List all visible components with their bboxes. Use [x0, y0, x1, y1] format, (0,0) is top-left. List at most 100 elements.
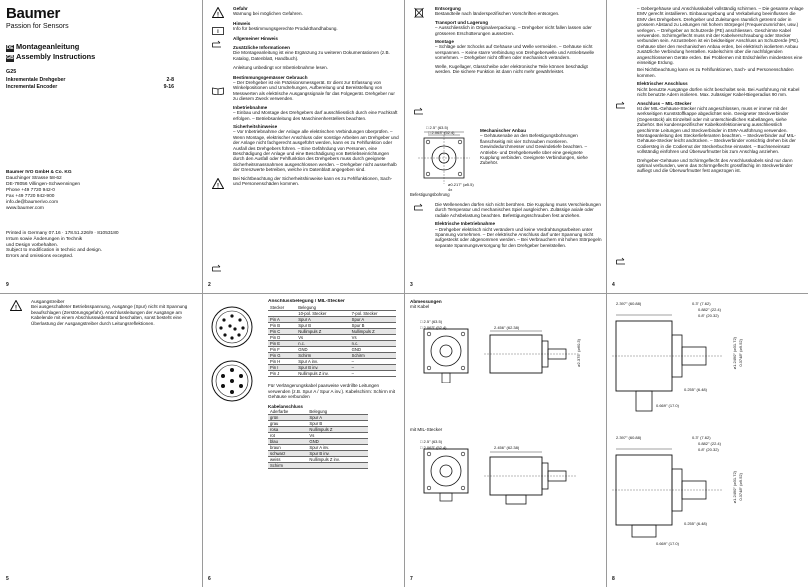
page-number: 2	[208, 282, 211, 288]
lang-gb-badge: GB	[6, 55, 14, 62]
page-number: 9	[6, 282, 9, 288]
dim-label: ø1.2490" (ø31.72)	[732, 337, 737, 370]
print-info: Printed in Germany 07.16 · 178.51.226/9 …	[6, 231, 119, 260]
encoder-cable-front-drawing	[423, 328, 469, 383]
book-icon	[212, 87, 224, 95]
connector-7pin-drawing	[211, 360, 253, 402]
brand-logo: Baumer	[6, 6, 61, 22]
model-name: G25	[6, 69, 17, 75]
warning-icon: !	[212, 178, 224, 189]
warning-icon: !	[212, 7, 224, 18]
dim-label: □ 2.063" (52.4)	[420, 445, 447, 450]
page-number: 4	[612, 282, 615, 288]
hand-icon	[414, 203, 423, 211]
variant-label: mit MIL-Stecker	[410, 427, 443, 432]
variant-label: mit Kabel	[410, 304, 430, 310]
info-icon: i	[212, 27, 224, 35]
hand-icon	[414, 107, 423, 115]
dim-label: 0.882" (22.4)	[698, 307, 721, 312]
page-number: 5	[6, 576, 9, 582]
dim-label: ø0.217" (ø5.5) 4x	[448, 182, 474, 192]
dim-label: 0.3748" (ø9.52)	[738, 339, 743, 367]
svg-text:!: !	[217, 183, 219, 189]
lang-de-badge: DE	[6, 45, 14, 52]
page-number: 8	[612, 576, 615, 582]
page-number: 7	[410, 576, 413, 582]
svg-text:!: !	[217, 12, 219, 18]
dim-label: 0.669" (17.0)	[656, 541, 679, 546]
dim-label: 0.8" (20.32)	[698, 447, 719, 452]
dim-label: 0.3748" (ø9.52)	[738, 473, 743, 501]
hand-icon	[616, 101, 625, 109]
dim-label: 0.255" (6.48)	[684, 387, 707, 392]
section-title: Kabelanschluss	[268, 403, 303, 409]
section-title: Anschlussbelegung / MIL-Stecker	[268, 299, 345, 304]
company-address: Baumer IVO GmbH & Co. KG Dauchinger Stra…	[6, 170, 81, 211]
encoder-cable-top-drawing	[612, 314, 722, 412]
dim-label: □ 2.063" (52.4)	[420, 325, 447, 330]
dim-label: □ 2.063" (52.4)	[428, 130, 455, 135]
dim-label: 2.397" (60.88)	[616, 301, 642, 306]
dim-label: 0.3" (7.62)	[692, 301, 711, 306]
title-de: Montageanleitung	[16, 42, 80, 51]
encoder-mil-front-drawing	[423, 448, 469, 502]
hand-icon	[212, 264, 221, 272]
dim-label: 0.3" (7.62)	[692, 435, 711, 440]
toc-item-de: Inkrementale Drehgeber	[6, 77, 66, 84]
dim-label: 2.397" (60.88)	[616, 435, 642, 440]
page-8-panel: 2.397" (60.88) 0.3" (7.62) 0.882" (22.4)…	[612, 299, 804, 571]
toc-pages: 9-16	[163, 83, 174, 90]
hand-icon	[616, 257, 625, 265]
warning-icon: !	[10, 300, 22, 311]
hand-icon	[212, 40, 221, 48]
encoder-cable-side-drawing	[484, 330, 576, 374]
page-number: 3	[410, 282, 413, 288]
dim-label: 2.456" (62.38)	[494, 445, 520, 450]
toc-pages: 2-8	[166, 77, 175, 84]
encoder-mil-side-drawing	[484, 451, 576, 505]
dim-label: □ 2.5" (63.5)	[420, 319, 443, 324]
flange-drawing	[418, 131, 470, 184]
dim-label: 0.669" (17.0)	[656, 403, 679, 408]
page-7-panel: Abmessungen mit Kabel □ 2.5" (63.5) □ 2.…	[410, 299, 602, 571]
connector-10pin-drawing	[211, 306, 253, 348]
dim-label: □ 2.5" (63.5)	[426, 125, 449, 130]
toc-item-en: Incremental Encoder	[6, 83, 58, 90]
dim-label: 0.8" (20.32)	[698, 313, 719, 318]
encoder-mil-top-drawing	[612, 448, 722, 538]
bin-icon	[414, 7, 424, 18]
svg-text:!: !	[15, 305, 17, 311]
toc: Inkrementale Drehgeber 2-8 Incremental En…	[6, 77, 174, 90]
dim-label: 0.882" (22.4)	[698, 441, 721, 446]
dim-label: 0.255" (6.48)	[684, 521, 707, 526]
row-divider	[0, 293, 808, 294]
page-number: 6	[208, 576, 211, 582]
dim-label: ø1.2490" (ø31.72)	[732, 471, 737, 504]
dim-label: 2.456" (62.38)	[494, 325, 520, 330]
dim-label: ø2.375" (ø60.3)	[576, 339, 581, 367]
table-row: Schirm	[268, 462, 368, 470]
